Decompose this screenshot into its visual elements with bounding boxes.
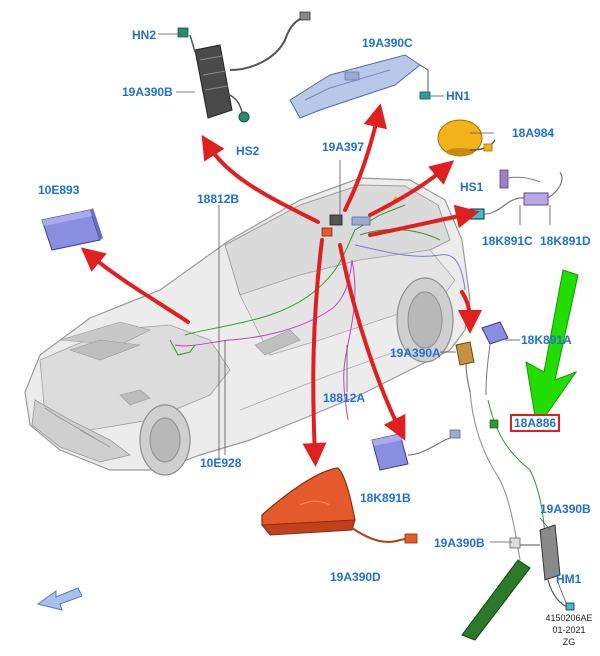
antenna-amplifier-19a390b-top: [177, 11, 311, 123]
red-arrows: [80, 103, 482, 467]
label-hn2: HN2: [132, 28, 157, 42]
connector-19a397: [321, 197, 399, 237]
shark-fin-antenna-19a390d: [261, 467, 418, 544]
label-19a390b-low: 19A390B: [434, 536, 485, 550]
amplifier-19a390a: [455, 341, 475, 393]
label-hs1: HS1: [460, 180, 484, 194]
label-18k891a: 18K891A: [521, 333, 572, 347]
label-19a390a: 19A390A: [390, 346, 441, 360]
label-19a390d: 19A390D: [330, 570, 381, 584]
module-18k891b: [371, 425, 461, 471]
label-hs2: HS2: [236, 144, 260, 158]
vehicle-body: [24, 177, 471, 476]
label-19a390c: 19A390C: [362, 36, 413, 50]
connector-hs1-module: [469, 169, 563, 225]
label-hm1: HM1: [556, 572, 582, 586]
label-19a390b-top: 19A390B: [122, 85, 173, 99]
roof-bracket-19a390c: [289, 54, 431, 119]
label-10e893: 10E893: [38, 183, 80, 197]
reference-block: 4150206AE 01-2021 ZG: [540, 612, 598, 648]
reference-initials: ZG: [562, 637, 576, 647]
reference-code: 4150206AE: [545, 613, 593, 623]
antenna-18a984: [437, 119, 496, 157]
label-10e928: 10E928: [200, 456, 242, 470]
label-18812b: 18812B: [197, 192, 240, 206]
label-18k891c: 18K891C: [482, 234, 533, 248]
view-direction-arrow: [36, 587, 83, 611]
rear-glass-antenna-assembly: [461, 419, 575, 641]
reference-date: 01-2021: [552, 625, 586, 635]
label-18a886-highlighted: 18A886: [510, 414, 561, 432]
module-18k891a: [481, 321, 509, 396]
label-hn1: HN1: [446, 89, 471, 103]
label-18a984: 18A984: [512, 126, 555, 140]
label-19a390b-right: 19A390B: [540, 502, 591, 516]
label-19a397: 19A397: [322, 140, 365, 154]
label-18812a: 18812A: [323, 391, 366, 405]
module-10e893: [41, 208, 103, 251]
label-18k891d: 18K891D: [540, 234, 591, 248]
leader-lines: [158, 33, 567, 604]
highlight-arrow: [525, 269, 579, 430]
label-18k891b: 18K891B: [360, 491, 411, 505]
